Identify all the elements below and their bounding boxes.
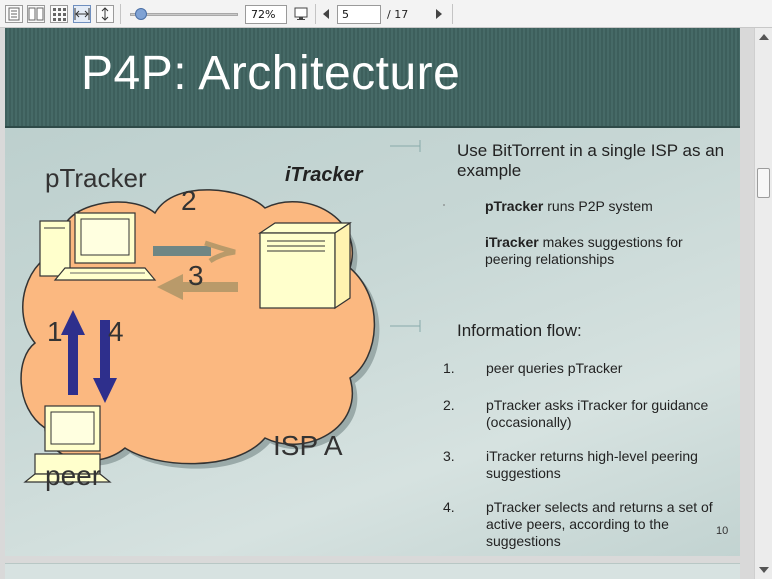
itracker-label: iTracker (285, 164, 363, 186)
slide-page-number: 10 (716, 525, 729, 537)
bullet-intro: Use BitTorrent in a single ISP as an exa… (457, 141, 725, 180)
flow-item-4-text: pTracker selects and returns a set of ac… (486, 499, 713, 549)
next-slide-preview (5, 563, 740, 579)
single-page-icon (8, 7, 20, 21)
two-page-icon (28, 7, 44, 21)
flow-item-4-num: 4. (443, 499, 455, 515)
scrollbar-thumb[interactable] (757, 168, 770, 198)
itracker-desc: makes suggestions for peering relationsh… (485, 234, 683, 267)
zoom-input[interactable]: 72% (245, 5, 287, 24)
toolbar: 72% 5 / 17 (0, 0, 772, 28)
scroll-down-icon[interactable] (759, 567, 769, 573)
flow-item-3-text: iTracker returns high-level peering sugg… (486, 448, 698, 481)
bullet-itracker: iTracker makes suggestions for peering r… (485, 234, 715, 268)
presentation-mode-icon[interactable] (294, 7, 308, 21)
grid-icon (53, 8, 66, 21)
step-1-label: 1 (47, 316, 63, 347)
arrow-step-3 (157, 274, 238, 300)
two-page-view-button[interactable] (27, 5, 45, 23)
single-page-view-button[interactable] (5, 5, 23, 23)
fit-height-icon (101, 7, 109, 21)
arrow-step-2 (153, 240, 236, 264)
page-number-input[interactable]: 5 (337, 5, 381, 24)
peer-computer-icon (23, 405, 112, 483)
fit-width-button[interactable] (73, 5, 91, 23)
ptracker-desc: runs P2P system (543, 198, 653, 214)
zoom-slider-thumb[interactable] (135, 8, 147, 20)
itracker-term: iTracker (485, 234, 539, 250)
ptracker-computer-icon (39, 212, 157, 281)
slide: P4P: Architecture (5, 28, 740, 556)
toolbar-divider (120, 4, 121, 24)
bullet-markers (390, 140, 445, 332)
flow-heading: Information flow: (457, 321, 582, 340)
step-3-label: 3 (188, 260, 204, 291)
flow-item-3-num: 3. (443, 448, 455, 464)
previous-page-icon[interactable] (323, 9, 329, 19)
step-4-label: 4 (108, 316, 124, 347)
vertical-scrollbar[interactable] (754, 28, 772, 579)
slide-title: P4P: Architecture (81, 47, 461, 100)
next-page-icon[interactable] (436, 9, 442, 19)
zoom-slider-track[interactable] (130, 13, 238, 16)
title-band: P4P: Architecture (5, 28, 740, 128)
flow-item-2-num: 2. (443, 397, 455, 413)
ptracker-term: pTracker (485, 198, 544, 214)
fit-height-button[interactable] (96, 5, 114, 23)
step-2-label: 2 (181, 185, 197, 216)
fit-width-icon (74, 8, 90, 20)
toolbar-divider (452, 4, 453, 24)
itracker-server-icon (258, 221, 352, 310)
arrow-step-1 (61, 310, 85, 395)
isp-label: ISP A (273, 430, 343, 461)
toolbar-divider (315, 4, 316, 24)
architecture-diagram (20, 189, 380, 483)
page-total: / 17 (387, 8, 409, 21)
flow-item-1-num: 1. (443, 360, 455, 376)
flow-item-1-text: peer queries pTracker (486, 360, 623, 376)
peer-label: peer (45, 460, 102, 491)
grid-view-button[interactable] (50, 5, 68, 23)
ptracker-label: pTracker (45, 163, 147, 193)
bullet-ptracker: pTracker runs P2P system (485, 198, 725, 215)
arrow-step-4 (93, 320, 117, 403)
document-viewer[interactable]: P4P: Architecture (0, 28, 754, 579)
scroll-up-icon[interactable] (759, 34, 769, 40)
flow-item-2-text: pTracker asks iTracker for guidance (occ… (486, 397, 709, 430)
